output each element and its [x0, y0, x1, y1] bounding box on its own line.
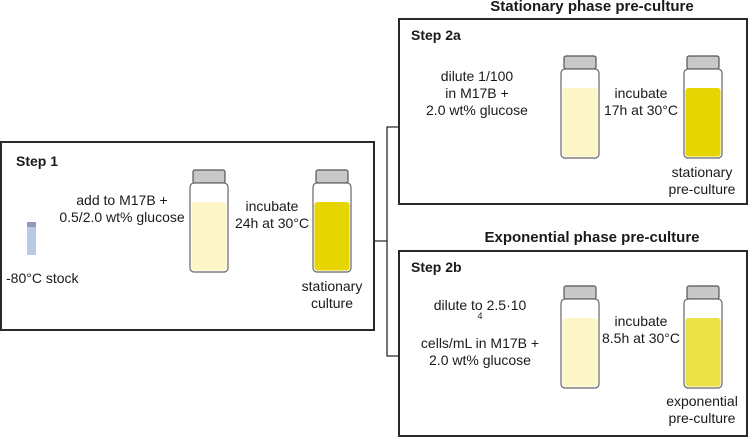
- culture-tube-icon: [189, 169, 229, 273]
- step2b-label: Step 2b: [411, 259, 462, 275]
- culture-tube-icon: [560, 285, 600, 389]
- step1-result-text: stationary culture: [301, 278, 363, 311]
- culture-tube-icon: [683, 55, 723, 159]
- step2a-incubate-text: incubate 17h at 30°C: [603, 85, 679, 118]
- culture-tube-icon: [683, 285, 723, 389]
- step2a-label: Step 2a: [411, 27, 461, 43]
- culture-tube-icon: [560, 55, 600, 159]
- step2b-result-text: exponential pre-culture: [666, 393, 738, 426]
- step1-transfer-text: add to M17B + 0.5/2.0 wt% glucose: [59, 192, 185, 225]
- step2b-incubate-text: incubate 8.5h at 30°C: [602, 313, 680, 346]
- step2a-transfer-text: dilute 1/100 in M17B + 2.0 wt% glucose: [426, 68, 528, 118]
- step1-label: Step 1: [16, 153, 59, 169]
- stock-tube-icon: [27, 222, 36, 255]
- step1-incubate-text: incubate 24h at 30°C: [234, 198, 310, 231]
- branch-line: [386, 241, 398, 357]
- step2a-result-text: stationary pre-culture: [668, 164, 736, 197]
- exponential-heading: Exponential phase pre-culture: [484, 229, 700, 246]
- stock-label: -80°C stock: [6, 270, 79, 286]
- stationary-heading: Stationary phase pre-culture: [490, 0, 694, 15]
- step1-box: Step 1: [0, 141, 375, 331]
- culture-tube-icon: [312, 169, 352, 273]
